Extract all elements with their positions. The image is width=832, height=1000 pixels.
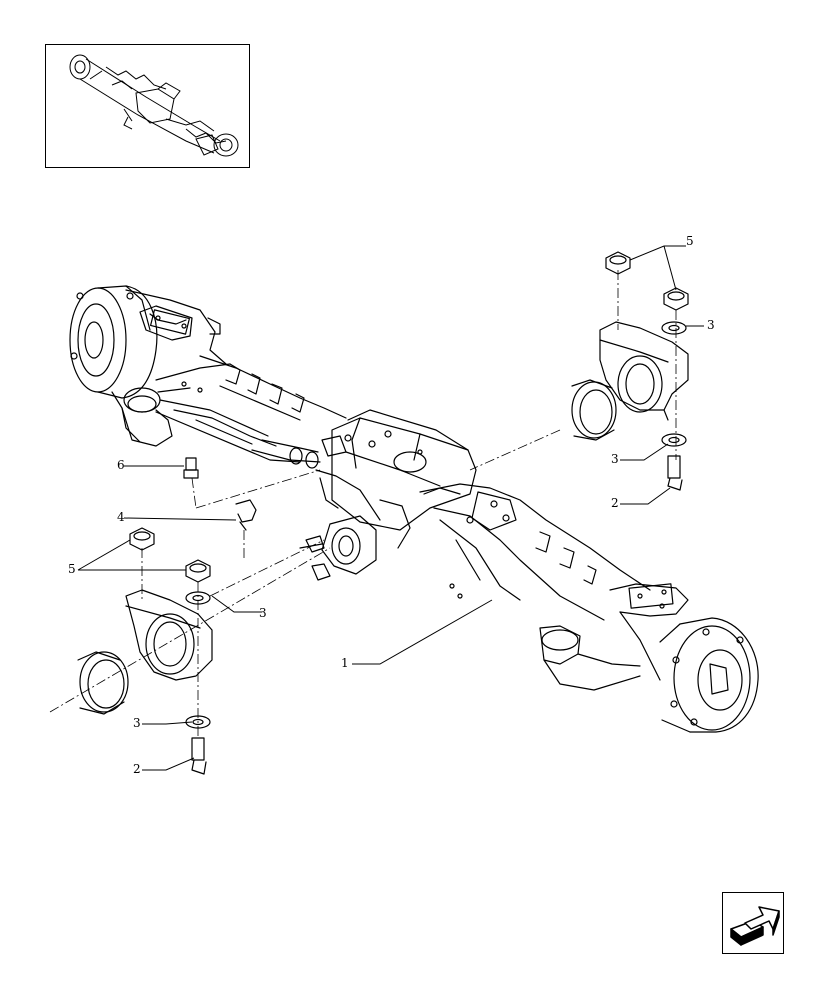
right-pivot-parts	[571, 251, 689, 491]
callout-1: 1	[341, 656, 349, 670]
left-axle-housing	[155, 355, 347, 463]
callout-3-right-lower: 3	[611, 452, 619, 466]
overview-thumbnail	[45, 44, 250, 168]
left-wheel-hub	[69, 285, 158, 399]
callout-6: 6	[117, 458, 125, 472]
left-steering-knuckle	[111, 289, 231, 447]
callout-4: 4	[117, 510, 125, 524]
callout-5-left: 5	[68, 562, 76, 576]
callout-3-left-upper: 3	[259, 606, 267, 620]
callout-leaders	[77, 245, 704, 771]
assembly-center-lines	[49, 270, 677, 738]
right-axle-housing	[419, 483, 651, 621]
callout-3-left-lower: 3	[133, 716, 141, 730]
callout-5-right: 5	[686, 234, 694, 248]
left-pivot-parts	[77, 457, 257, 775]
next-page-arrow-icon	[730, 906, 780, 946]
callout-2-right: 2	[611, 496, 619, 510]
next-page-button[interactable]	[722, 892, 784, 954]
right-wheel-hub	[659, 617, 759, 733]
pinion-flange	[299, 515, 377, 581]
right-steering-knuckle	[539, 583, 689, 691]
callout-3-right-upper: 3	[707, 318, 715, 332]
differential-housing	[315, 409, 477, 549]
callout-2-left: 2	[133, 762, 141, 776]
thumbnail-axle-drawing	[69, 54, 239, 157]
